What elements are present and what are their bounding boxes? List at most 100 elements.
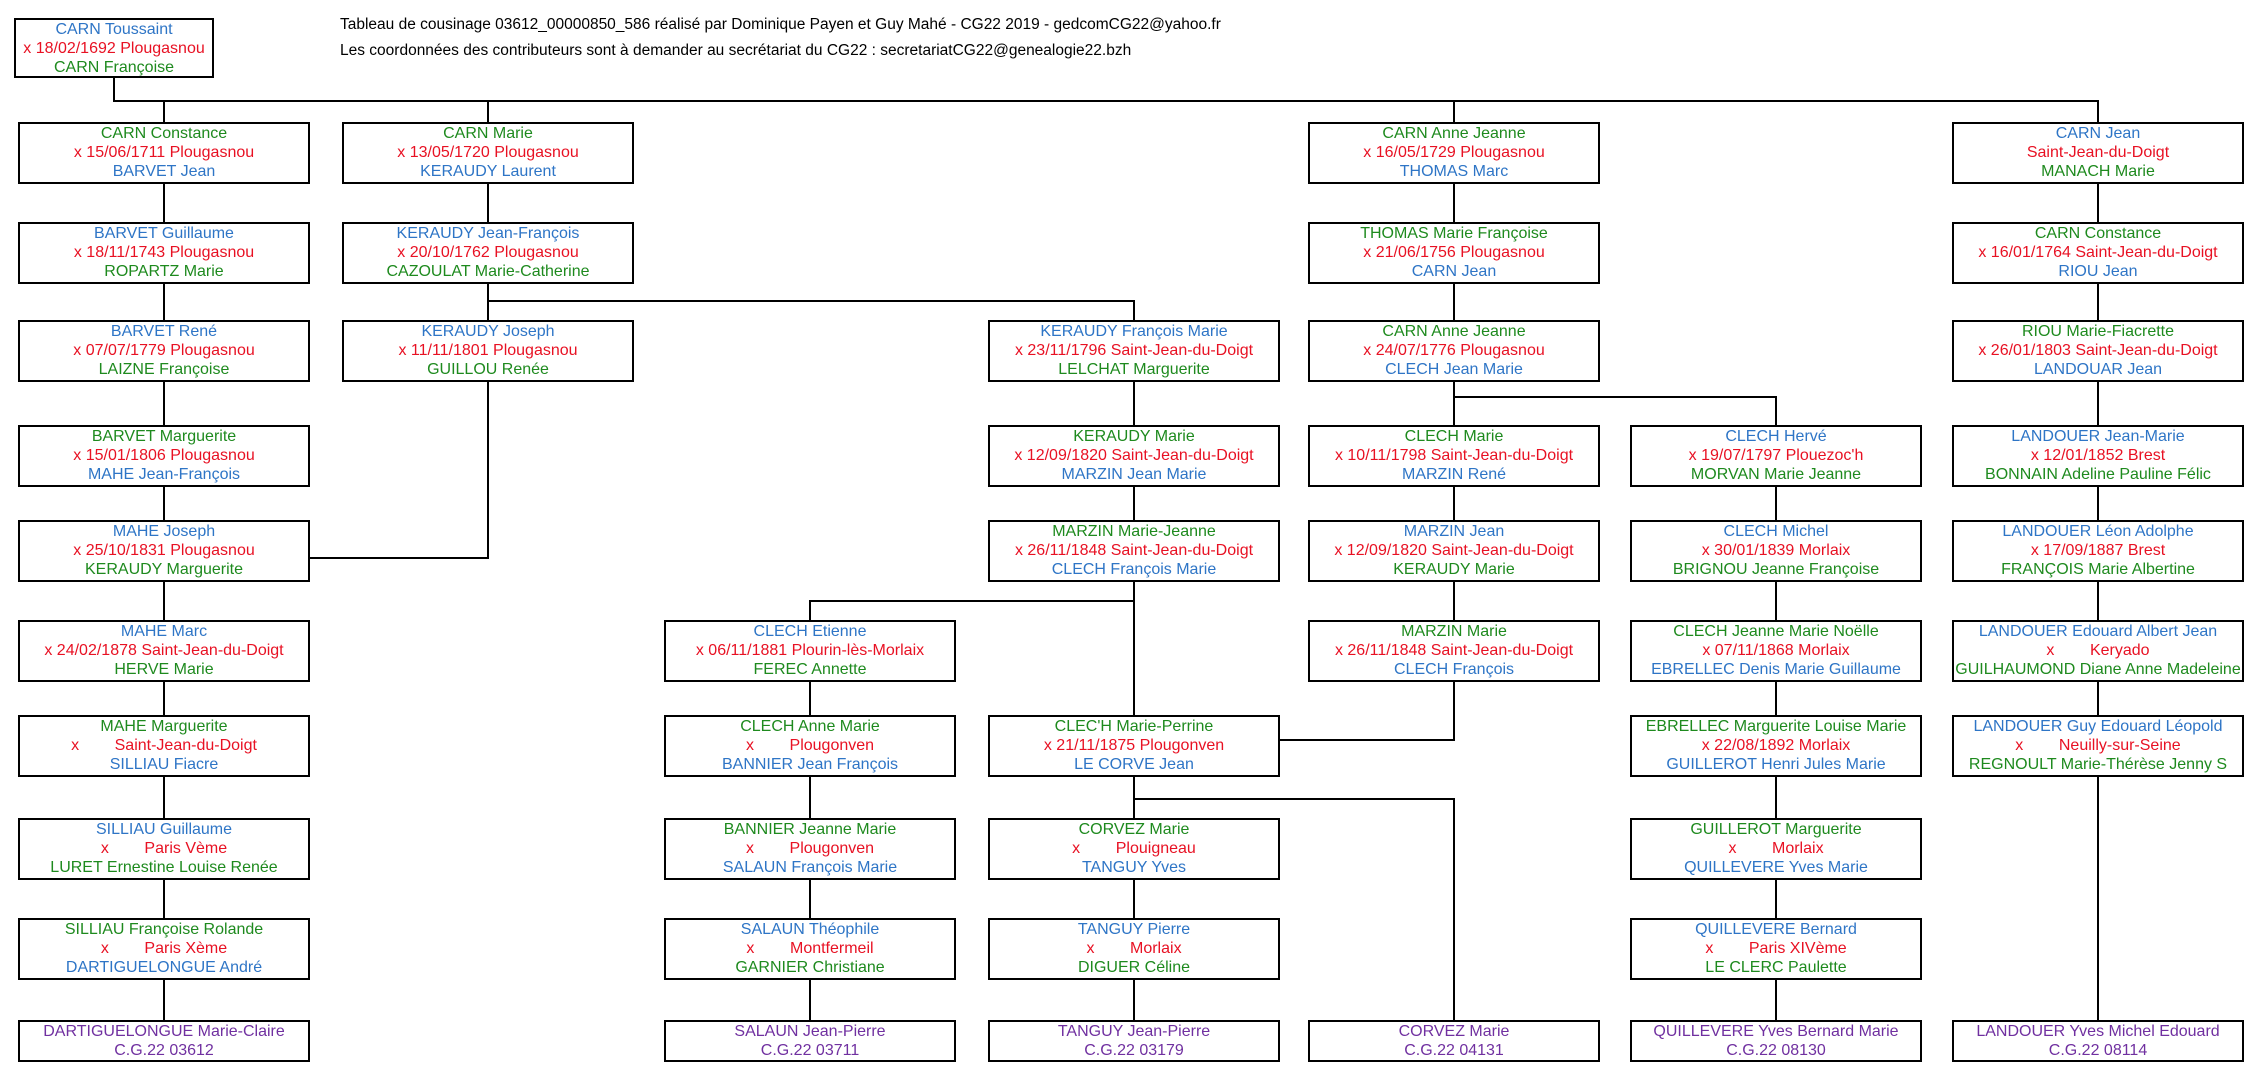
- name-line: GUILLEROT Marguerite: [1690, 821, 1862, 838]
- person-box-mahe-marguerite: MAHE Marguerite x Saint-Jean-du-Doigt SI…: [18, 715, 310, 777]
- marriage-line: x 22/08/1892 Morlaix: [1701, 737, 1851, 754]
- person-box-keraudy-jean-francois: KERAUDY Jean-François x 20/10/1762 Ploug…: [342, 222, 634, 284]
- name-line: MAHE Marc: [120, 623, 208, 640]
- spouse-line: FEREC Annette: [753, 661, 867, 678]
- spouse-line: KERAUDY Laurent: [420, 163, 556, 180]
- person-box-silliau-francoise: SILLIAU Françoise Rolande x Paris Xème D…: [18, 918, 310, 980]
- name-line: TANGUY Pierre: [1077, 921, 1191, 938]
- connector: [163, 100, 165, 122]
- connector: [1133, 880, 1135, 918]
- person-box-mahe-joseph: MAHE Joseph x 25/10/1831 Plougasnou KERA…: [18, 520, 310, 582]
- connector: [163, 284, 165, 320]
- person-box-tanguy-pierre: TANGUY Pierre x Morlaix DIGUER Céline: [988, 918, 1280, 980]
- spouse-line: MORVAN Marie Jeanne: [1690, 466, 1862, 483]
- name-line: MARZIN Marie-Jeanne: [1052, 523, 1216, 540]
- name-line: LANDOUER Léon Adolphe: [2002, 523, 2194, 540]
- spouse-line: RIOU Jean: [2058, 263, 2138, 280]
- name-line: CLECH Michel: [1723, 523, 1829, 540]
- name-line: TANGUY Jean-Pierre: [1057, 1023, 1211, 1040]
- person-box-carn-jean: CARN Jean Saint-Jean-du-Doigt MANACH Mar…: [1952, 122, 2244, 184]
- spouse-line: BANNIER Jean François: [721, 756, 899, 773]
- person-box-carn-anne-jeanne-1: CARN Anne Jeanne x 16/05/1729 Plougasnou…: [1308, 122, 1600, 184]
- name-line: SALAUN Théophile: [740, 921, 880, 938]
- marriage-line: x 25/10/1831 Plougasnou: [73, 542, 255, 559]
- connector: [2097, 582, 2099, 620]
- marriage-line: x 12/09/1820 Saint-Jean-du-Doigt: [1014, 447, 1254, 464]
- name-line: THOMAS Marie Françoise: [1360, 225, 1548, 242]
- person-box-thomas-marie-francoise: THOMAS Marie Françoise x 21/06/1756 Plou…: [1308, 222, 1600, 284]
- spouse-line: MANACH Marie: [2041, 163, 2155, 180]
- connector: [1133, 777, 1135, 818]
- connector: [809, 682, 811, 715]
- person-box-clech-michel: CLECH Michel x 30/01/1839 Morlaix BRIGNO…: [1630, 520, 1922, 582]
- name-line: KERAUDY Marie: [1073, 428, 1195, 445]
- person-box-carn-constance-2: CARN Constance x 16/01/1764 Saint-Jean-d…: [1952, 222, 2244, 284]
- person-box-landouer-yves: LANDOUER Yves Michel Edouard C.G.22 0811…: [1952, 1020, 2244, 1062]
- connector: [2097, 382, 2099, 425]
- spouse-line: EBRELLEC Denis Marie Guillaume: [1651, 661, 1901, 678]
- name-line: CORVEZ Marie: [1398, 1023, 1510, 1040]
- person-box-keraudy-francois-marie: KERAUDY François Marie x 23/11/1796 Sain…: [988, 320, 1280, 382]
- spouse-line: MARZIN René: [1401, 466, 1507, 483]
- name-line: LANDOUER Edouard Albert Jean: [1978, 623, 2218, 640]
- connector: [2097, 184, 2099, 222]
- spouse-line: CARN Jean: [1411, 263, 1497, 280]
- person-box-keraudy-joseph: KERAUDY Joseph x 11/11/1801 Plougasnou G…: [342, 320, 634, 382]
- connector: [163, 582, 165, 620]
- person-box-salaun-theophile: SALAUN Théophile x Montfermeil GARNIER C…: [664, 918, 956, 980]
- marriage-line: x Paris Vème: [100, 840, 228, 857]
- name-line: MAHE Joseph: [112, 523, 216, 540]
- marriage-line: x 30/01/1839 Morlaix: [1701, 542, 1851, 559]
- name-line: QUILLEVERE Yves Bernard Marie: [1653, 1023, 1899, 1040]
- connector: [1775, 487, 1777, 520]
- name-line: CARN Constance: [2034, 225, 2162, 242]
- spouse-line: CLECH Jean Marie: [1385, 361, 1523, 378]
- person-box-quillevere-bernard: QUILLEVERE Bernard x Paris XIVème LE CLE…: [1630, 918, 1922, 980]
- connector: [1775, 396, 1777, 425]
- name-line: SALAUN Jean-Pierre: [734, 1023, 886, 1040]
- person-box-marzin-marie-jeanne: MARZIN Marie-Jeanne x 26/11/1848 Saint-J…: [988, 520, 1280, 582]
- connector: [1775, 682, 1777, 715]
- marriage-line: x 07/11/1868 Morlaix: [1702, 642, 1850, 659]
- contributor-code: C.G.22 03711: [760, 1042, 860, 1059]
- name-line: LANDOUER Yves Michel Edouard: [1976, 1023, 2220, 1040]
- connector: [1453, 284, 1455, 320]
- connector: [809, 880, 811, 918]
- name-line: SILLIAU Françoise Rolande: [64, 921, 264, 938]
- name-line: BARVET René: [110, 323, 218, 340]
- spouse-line: HERVE Marie: [114, 661, 214, 678]
- connector: [487, 184, 489, 222]
- marriage-line: x 15/06/1711 Plougasnou: [73, 144, 255, 161]
- spouse-line: KERAUDY Marguerite: [85, 561, 243, 578]
- marriage-line: x 19/07/1797 Plouezoc'h: [1688, 447, 1864, 464]
- connector: [163, 382, 165, 425]
- person-box-marzin-marie: MARZIN Marie x 26/11/1848 Saint-Jean-du-…: [1308, 620, 1600, 682]
- person-box-carn-marie: CARN Marie x 13/05/1720 Plougasnou KERAU…: [342, 122, 634, 184]
- spouse-line: CAZOULAT Marie-Catherine: [386, 263, 590, 280]
- marriage-line: x Montfermeil: [746, 940, 874, 957]
- connector: [1775, 880, 1777, 918]
- spouse-line: KERAUDY Marie: [1393, 561, 1515, 578]
- person-box-quillevere-yves: QUILLEVERE Yves Bernard Marie C.G.22 081…: [1630, 1020, 1922, 1062]
- name-line: BANNIER Jeanne Marie: [723, 821, 897, 838]
- spouse-line: MAHE Jean-François: [87, 466, 241, 483]
- marriage-line: x 12/01/1852 Brest: [2030, 447, 2166, 464]
- marriage-line: x Morlaix: [1728, 840, 1824, 857]
- person-box-corvez-marie-contrib: CORVEZ Marie C.G.22 04131: [1308, 1020, 1600, 1062]
- name-line: CLECH Etienne: [753, 623, 867, 640]
- marriage-line: x Keryado: [2046, 642, 2150, 659]
- connector: [809, 600, 811, 620]
- person-box-landouer-edouard: LANDOUER Edouard Albert Jean x Keryado G…: [1952, 620, 2244, 682]
- spouse-line: LELCHAT Marguerite: [1058, 361, 1210, 378]
- connector: [2097, 487, 2099, 520]
- connector: [1775, 980, 1777, 1020]
- person-box-landouer-guy: LANDOUER Guy Edouard Léopold x Neuilly-s…: [1952, 715, 2244, 777]
- name-line: CARN Anne Jeanne: [1382, 125, 1526, 142]
- person-box-silliau-guillaume: SILLIAU Guillaume x Paris Vème LURET Ern…: [18, 818, 310, 880]
- connector: [487, 284, 489, 320]
- marriage-line: x 13/05/1720 Plougasnou: [397, 144, 579, 161]
- spouse-line: DIGUER Céline: [1077, 959, 1191, 976]
- connector: [113, 100, 2099, 102]
- chart-header: Tableau de cousinage 03612_00000850_586 …: [340, 12, 1221, 64]
